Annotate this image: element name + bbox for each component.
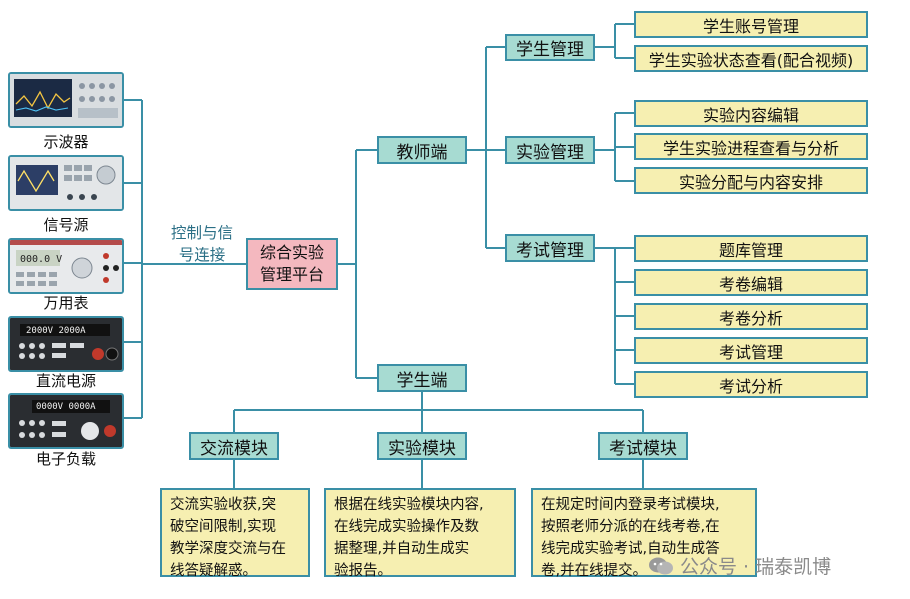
leaf-paper-analysis: 考卷分析 xyxy=(634,303,868,330)
communication-module-node: 交流模块 xyxy=(189,432,279,460)
description-line: 据整理,并自动生成实 xyxy=(334,541,470,557)
watermark: 公众号 · 瑞泰凯博 xyxy=(648,552,831,579)
multimeter-image: 000.0 V xyxy=(8,238,124,294)
electronic-load-image: 0000V 0000A xyxy=(8,393,124,449)
leaf-exam-analysis: 考试分析 xyxy=(634,371,868,398)
experiment-management-node: 实验管理 xyxy=(505,136,595,164)
description-line: 验报告。 xyxy=(334,563,392,579)
description-line: 按照老师分派的在线考卷,在 xyxy=(541,519,720,535)
oscilloscope-image xyxy=(8,72,124,128)
description-line: 线完成实验考试,自动生成答 xyxy=(541,541,720,557)
description-line: 破空间限制,实现 xyxy=(170,519,277,535)
description-line: 在规定时间内登录考试模块, xyxy=(541,497,720,513)
leaf-question-bank: 题库管理 xyxy=(634,235,868,262)
description-line: 在线完成实验操作及数 xyxy=(334,519,479,535)
leaf-paper-editing: 考卷编辑 xyxy=(634,269,868,296)
svg-text:000.0 V: 000.0 V xyxy=(20,254,62,265)
device-label-dc-power-supply: 直流电源 xyxy=(35,372,96,390)
experiment-module-description: 根据在线实验模块内容, 在线完成实验操作及数 据整理,并自动生成实 验报告。 xyxy=(324,488,516,579)
exam-module-node: 考试模块 xyxy=(598,432,688,460)
connection-label-line: 号连接 xyxy=(178,246,226,264)
communication-module-description: 交流实验收获,突 破空间限制,实现 教学深度交流与在 线答疑解惑。 xyxy=(160,488,310,579)
platform-label-line: 综合实验 xyxy=(259,243,324,262)
leaf-content-editing: 实验内容编辑 xyxy=(634,100,868,127)
device-label-oscilloscope: 示波器 xyxy=(43,133,89,151)
dc-power-supply-image: 2000V 2000A xyxy=(8,316,124,372)
description-line: 线答疑解惑。 xyxy=(170,563,257,579)
exam-module-description: 在规定时间内登录考试模块, 按照老师分派的在线考卷,在 线完成实验考试,自动生成… xyxy=(531,488,757,579)
experiment-module-node: 实验模块 xyxy=(377,432,467,460)
leaf-student-status-view: 学生实验状态查看(配合视频) xyxy=(634,45,868,72)
svg-text:2000V 2000A: 2000V 2000A xyxy=(26,326,86,336)
leaf-progress-analysis: 学生实验进程查看与分析 xyxy=(634,133,868,160)
leaf-student-accounts: 学生账号管理 xyxy=(634,11,868,38)
watermark-text: 公众号 · 瑞泰凯博 xyxy=(680,556,832,578)
description-line: 教学深度交流与在 xyxy=(170,541,286,557)
connection-label-line: 控制与信 xyxy=(170,224,233,242)
wechat-icon xyxy=(649,557,673,574)
platform-label-line: 管理平台 xyxy=(259,265,324,284)
connection-label: 控制与信 号连接 xyxy=(152,222,252,266)
signal-generator-image xyxy=(8,155,124,211)
student-management-node: 学生管理 xyxy=(505,34,595,61)
description-line: 根据在线实验模块内容, xyxy=(334,497,484,513)
leaf-assignment-arrangement: 实验分配与内容安排 xyxy=(634,167,868,194)
platform-node: 综合实验 管理平台 xyxy=(246,238,338,290)
leaf-exam-management: 考试管理 xyxy=(634,337,868,364)
device-label-multimeter: 万用表 xyxy=(43,294,89,312)
student-node: 学生端 xyxy=(377,364,467,392)
device-label-signal-generator: 信号源 xyxy=(43,216,89,234)
svg-text:0000V 0000A: 0000V 0000A xyxy=(36,402,96,412)
description-line: 卷,并在线提交。 xyxy=(541,563,648,579)
description-line: 交流实验收获,突 xyxy=(170,497,277,513)
teacher-node: 教师端 xyxy=(377,136,467,164)
device-label-electronic-load: 电子负载 xyxy=(35,450,96,468)
exam-management-node: 考试管理 xyxy=(505,234,595,262)
